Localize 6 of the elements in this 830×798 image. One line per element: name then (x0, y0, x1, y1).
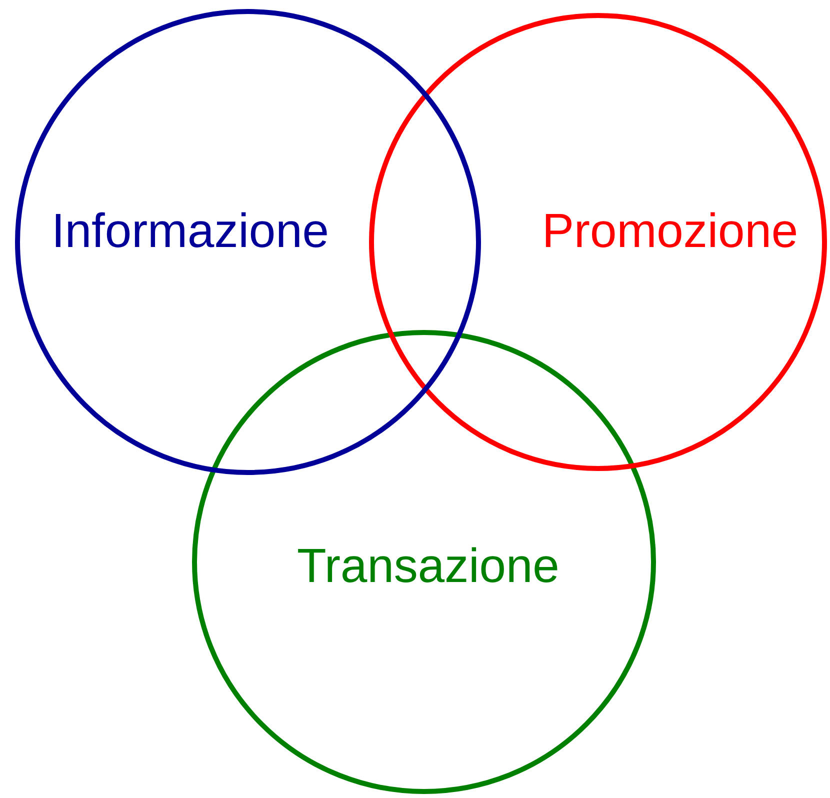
venn-circle (369, 13, 827, 471)
venn-circle (192, 330, 656, 794)
circle-label: Informazione (52, 208, 329, 256)
venn-circle (15, 9, 481, 475)
circle-label: Promozione (542, 208, 798, 256)
circle-label: Transazione (297, 543, 560, 591)
